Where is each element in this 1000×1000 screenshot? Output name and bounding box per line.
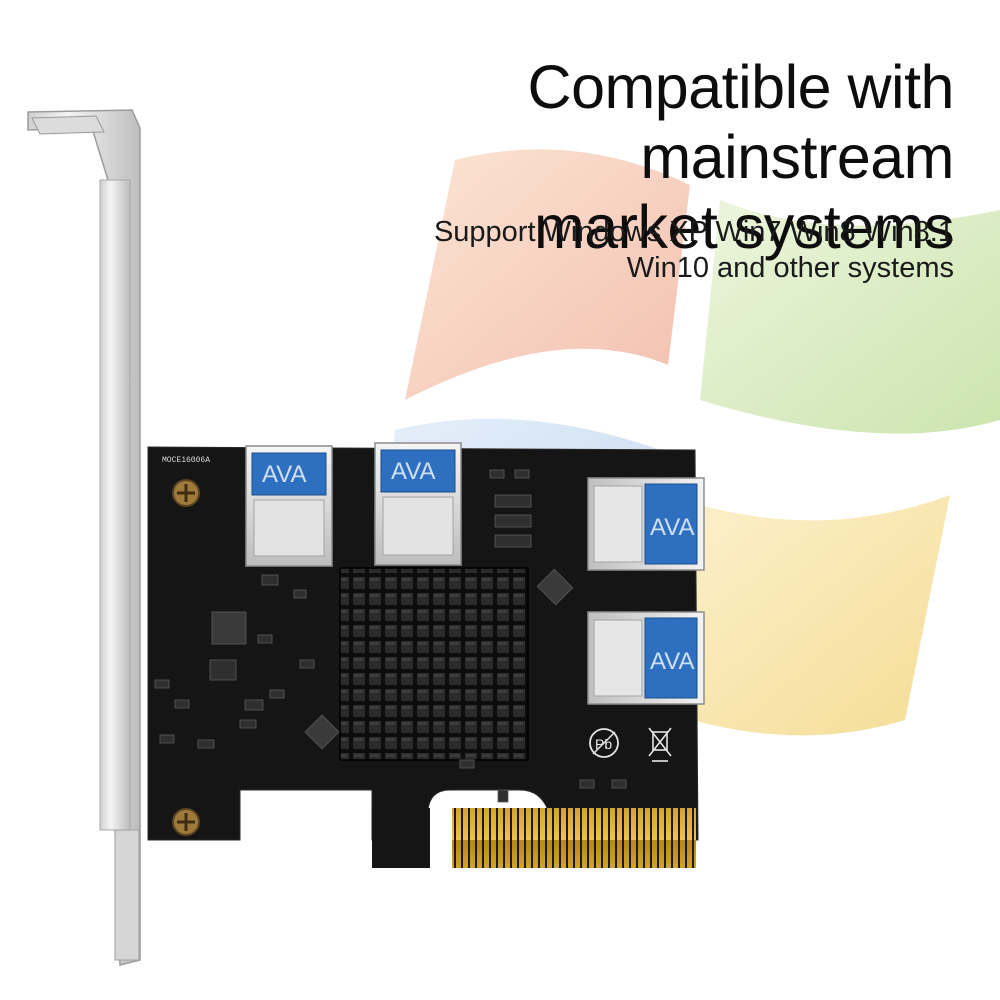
headline-line-1: Compatible with mainstream [527, 53, 955, 191]
headline: Compatible with mainstream market system… [254, 52, 955, 262]
board-model-label: MOCE16006A [162, 456, 210, 465]
subheadline-line-2: Win10 and other systems [626, 252, 954, 284]
gold-edge-connector [452, 808, 696, 868]
lead-free-mark: Pb [589, 728, 619, 758]
heatsink [339, 567, 529, 761]
usb-logo: AVA [650, 648, 694, 675]
usb-logo: AVA [391, 458, 435, 485]
usb-logo: AVA [262, 461, 306, 488]
screw-top [172, 479, 200, 507]
headline-line-2: market systems [533, 193, 955, 261]
smd-components [154, 469, 627, 803]
usb-port-side-lower: AVA [587, 611, 705, 705]
usb-port-top-right: AVA [374, 442, 462, 566]
logo-red-pane [405, 149, 690, 400]
logo-green-pane [700, 200, 1000, 434]
screw-bottom [172, 808, 200, 836]
subheadline: Support Windows XP Win7 Win8 Win8.1 Win1… [254, 214, 954, 286]
usb-logo: AVA [650, 514, 694, 541]
weee-bin-icon [648, 727, 672, 762]
subheadline-line-1: Support Windows XP Win7 Win8 Win8.1 [433, 216, 954, 248]
logo-yellow-pane [660, 495, 950, 736]
metal-bracket [27, 109, 141, 966]
usb-port-top-left: AVA [245, 445, 333, 567]
usb-port-side-upper: AVA [587, 477, 705, 571]
